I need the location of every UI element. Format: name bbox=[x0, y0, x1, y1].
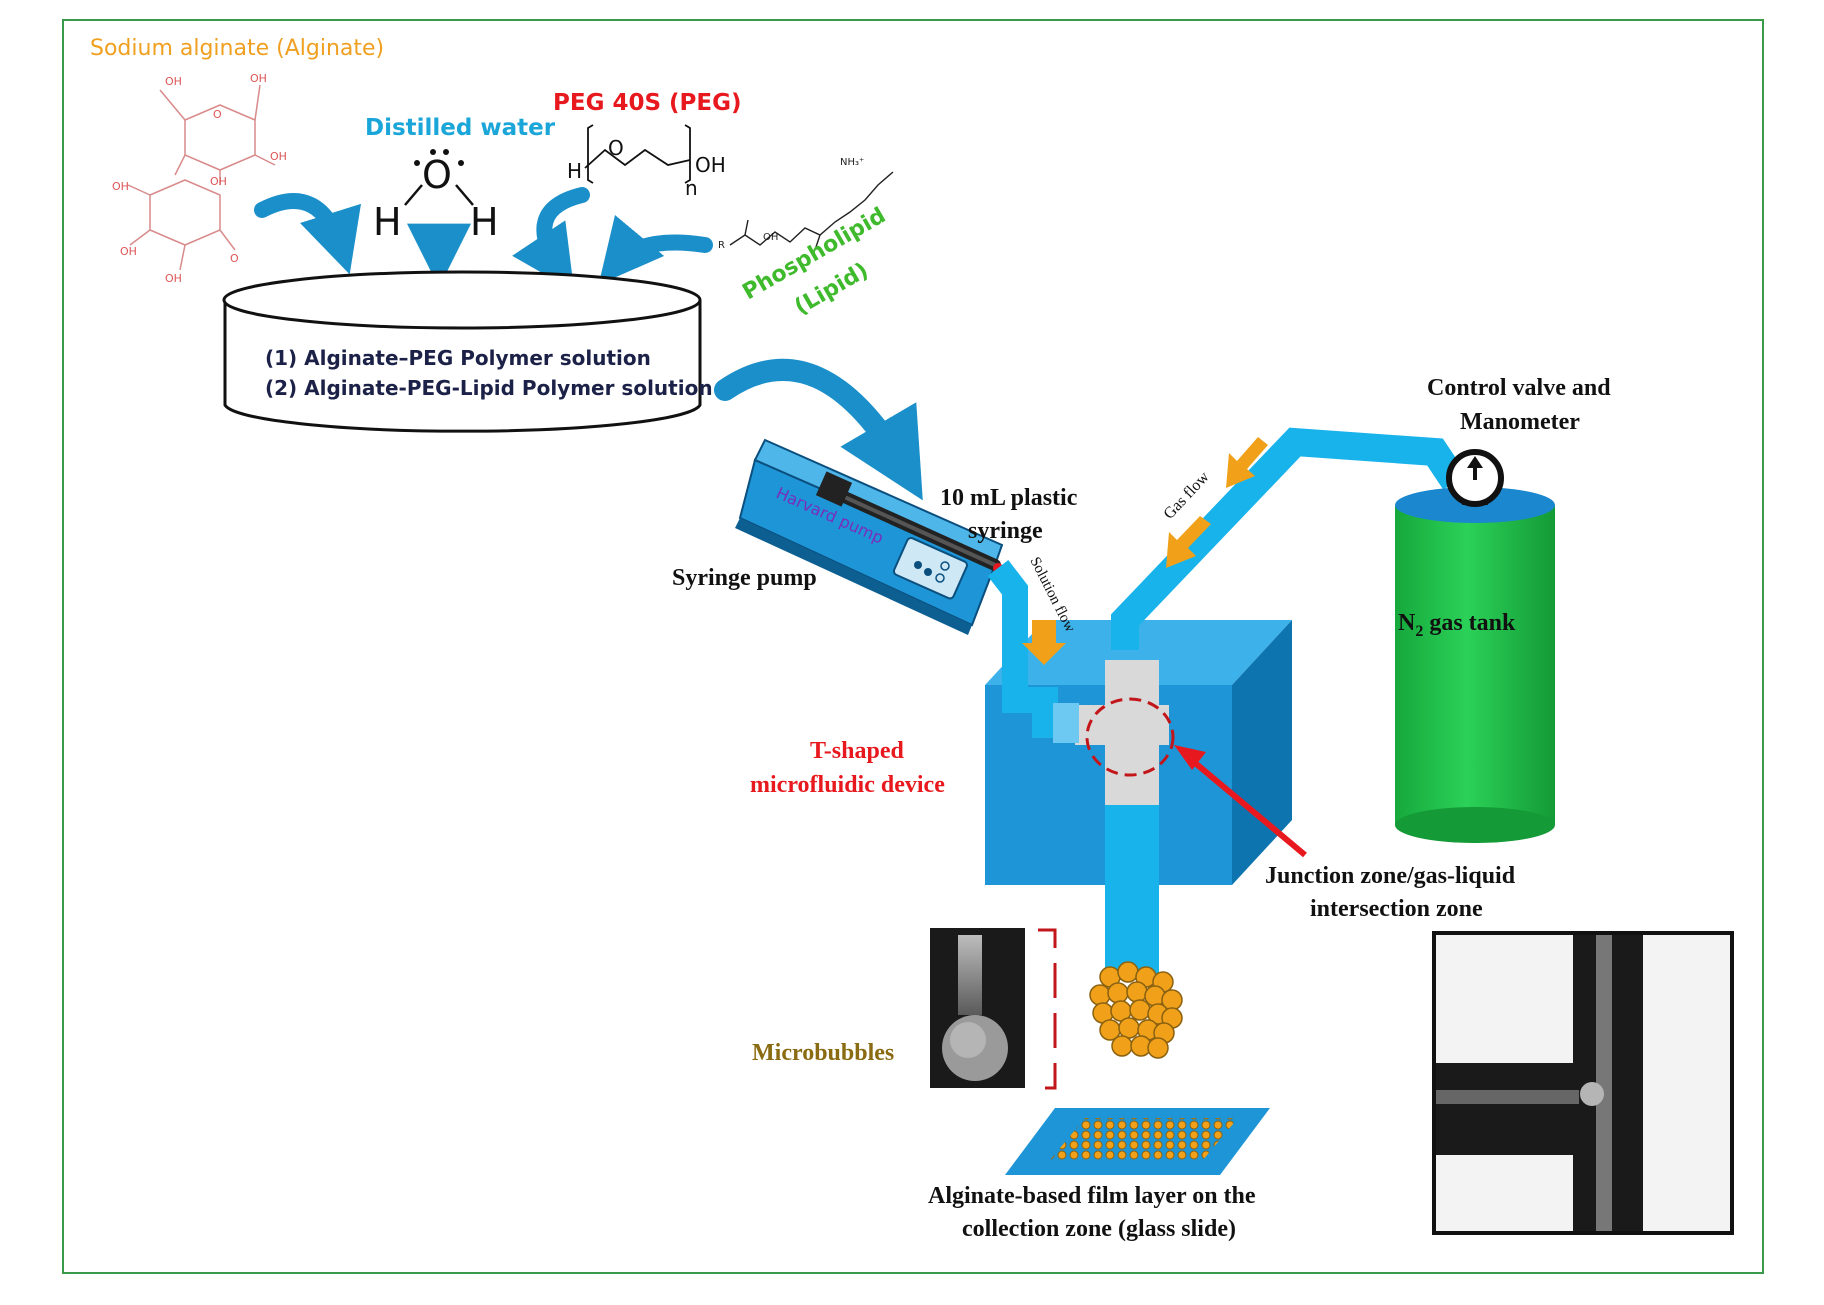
ingredient-arrows bbox=[254, 187, 713, 292]
alg-atom-8: O bbox=[230, 252, 239, 265]
peg-o: O bbox=[608, 136, 624, 160]
gas-channel bbox=[1111, 427, 1467, 650]
microbubbles-label: Microbubbles bbox=[752, 1040, 894, 1066]
outlet-channel bbox=[1105, 805, 1159, 980]
syringe-pump-label: Syringe pump bbox=[672, 565, 817, 591]
peg-structure bbox=[584, 124, 691, 184]
lipid-r: R bbox=[718, 240, 725, 251]
peg-oh: OH bbox=[695, 153, 726, 177]
water-molecule: O H H bbox=[373, 149, 499, 244]
gas-flow-arrow-1 bbox=[1226, 437, 1268, 488]
tshaped-label-2: microfluidic device bbox=[750, 772, 945, 798]
alg-atom-6: OH bbox=[112, 180, 129, 193]
solution-dish bbox=[222, 270, 702, 433]
film-label-2: collection zone (glass slide) bbox=[962, 1216, 1236, 1242]
syringe-label-2: syringe bbox=[968, 518, 1043, 544]
solution-flow-arrow bbox=[1022, 620, 1066, 665]
junction-label-1: Junction zone/gas-liquid bbox=[1265, 863, 1516, 889]
dish-to-syringe-arrow bbox=[714, 358, 923, 501]
microbubble-sem-image bbox=[930, 928, 1025, 1088]
gauge-icon bbox=[1446, 449, 1504, 507]
peg-label: PEG 40S (PEG) bbox=[553, 90, 742, 116]
junction-highlight-circle bbox=[1085, 697, 1175, 777]
lipid-nh3: NH₃⁺ bbox=[840, 157, 864, 168]
solution-2-label: (2) Alginate-PEG-Lipid Polymer solution bbox=[265, 376, 713, 400]
microbubble-bracket bbox=[1038, 928, 1057, 1090]
microbubble-cluster bbox=[1089, 961, 1183, 1059]
alg-atom-2: OH bbox=[250, 72, 267, 85]
flow-arrows bbox=[1022, 437, 1268, 665]
n2-tank-label: N2 gas tank bbox=[1398, 610, 1516, 640]
control-valve-label-1: Control valve and bbox=[1427, 375, 1611, 401]
n2-gas-tank bbox=[1395, 487, 1555, 843]
glass-slide-icon bbox=[1005, 1108, 1270, 1175]
alg-atom-1: OH bbox=[165, 75, 182, 88]
lipid-arrow bbox=[598, 215, 713, 285]
syringe-icon bbox=[815, 471, 1003, 573]
alginate-atoms: OH OH O OH OH OH OH O OH bbox=[112, 72, 287, 285]
junction-label-2: intersection zone bbox=[1310, 896, 1483, 922]
gas-flow-label: Gas flow bbox=[1160, 468, 1212, 522]
alginate-structure bbox=[127, 84, 276, 271]
water-h-right: H bbox=[470, 200, 499, 244]
microscope-image-icon bbox=[1432, 931, 1734, 1235]
peg-n: n bbox=[685, 176, 698, 200]
tshaped-label-1: T-shaped bbox=[810, 738, 904, 764]
sodium-alginate-label: Sodium alginate (Alginate) bbox=[90, 36, 384, 61]
peg-h: H bbox=[567, 159, 582, 183]
distilled-water-label: Distilled water bbox=[365, 115, 556, 141]
water-h-left: H bbox=[373, 200, 402, 244]
lipid-oh: OH bbox=[763, 232, 778, 243]
lipid-atoms: R OH NH₃⁺ bbox=[718, 157, 864, 251]
alg-atom-5: OH bbox=[210, 175, 227, 188]
figure-frame bbox=[62, 19, 1764, 1274]
harvard-pump-icon: Harvard pump bbox=[735, 438, 1004, 635]
film-label-1: Alginate-based film layer on the bbox=[928, 1183, 1256, 1209]
alginate-arrow bbox=[254, 193, 361, 275]
alg-atom-9: OH bbox=[165, 272, 182, 285]
alg-atom-3: O bbox=[213, 108, 222, 121]
junction-pointer-arrow bbox=[1174, 745, 1307, 858]
water-o-atom: O bbox=[422, 153, 452, 197]
t-junction bbox=[1053, 660, 1175, 805]
alg-atom-7: OH bbox=[120, 245, 137, 258]
lipid-structure bbox=[729, 171, 894, 251]
control-valve-label-2: Manometer bbox=[1460, 409, 1580, 435]
syringe-label-1: 10 mL plastic bbox=[940, 485, 1078, 511]
peg-atoms: H O n OH bbox=[567, 136, 726, 200]
peg-arrow bbox=[512, 187, 590, 292]
solution-1-label: (1) Alginate–PEG Polymer solution bbox=[265, 346, 651, 370]
gas-flow-arrow-2 bbox=[1166, 516, 1211, 568]
alg-atom-4: OH bbox=[270, 150, 287, 163]
